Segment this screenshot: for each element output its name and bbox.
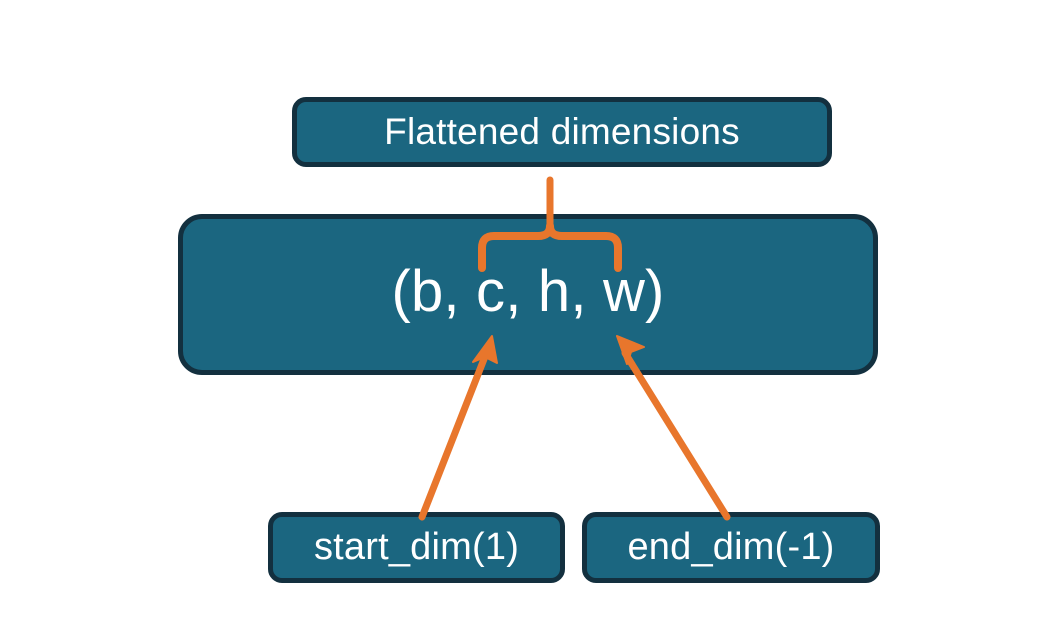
tensor-shape-label: (b, c, h, w): [391, 259, 665, 324]
end-dim-box[interactable]: end_dim(-1): [582, 512, 880, 583]
start-dim-label: start_dim(1): [313, 526, 520, 568]
end-dim-label: end_dim(-1): [627, 526, 835, 568]
tensor-shape-box[interactable]: (b, c, h, w): [178, 214, 878, 375]
flattened-dimensions-label: Flattened dimensions: [384, 111, 740, 152]
start-dim-box[interactable]: start_dim(1): [268, 512, 565, 583]
flattened-dimensions-box[interactable]: Flattened dimensions: [292, 97, 832, 167]
